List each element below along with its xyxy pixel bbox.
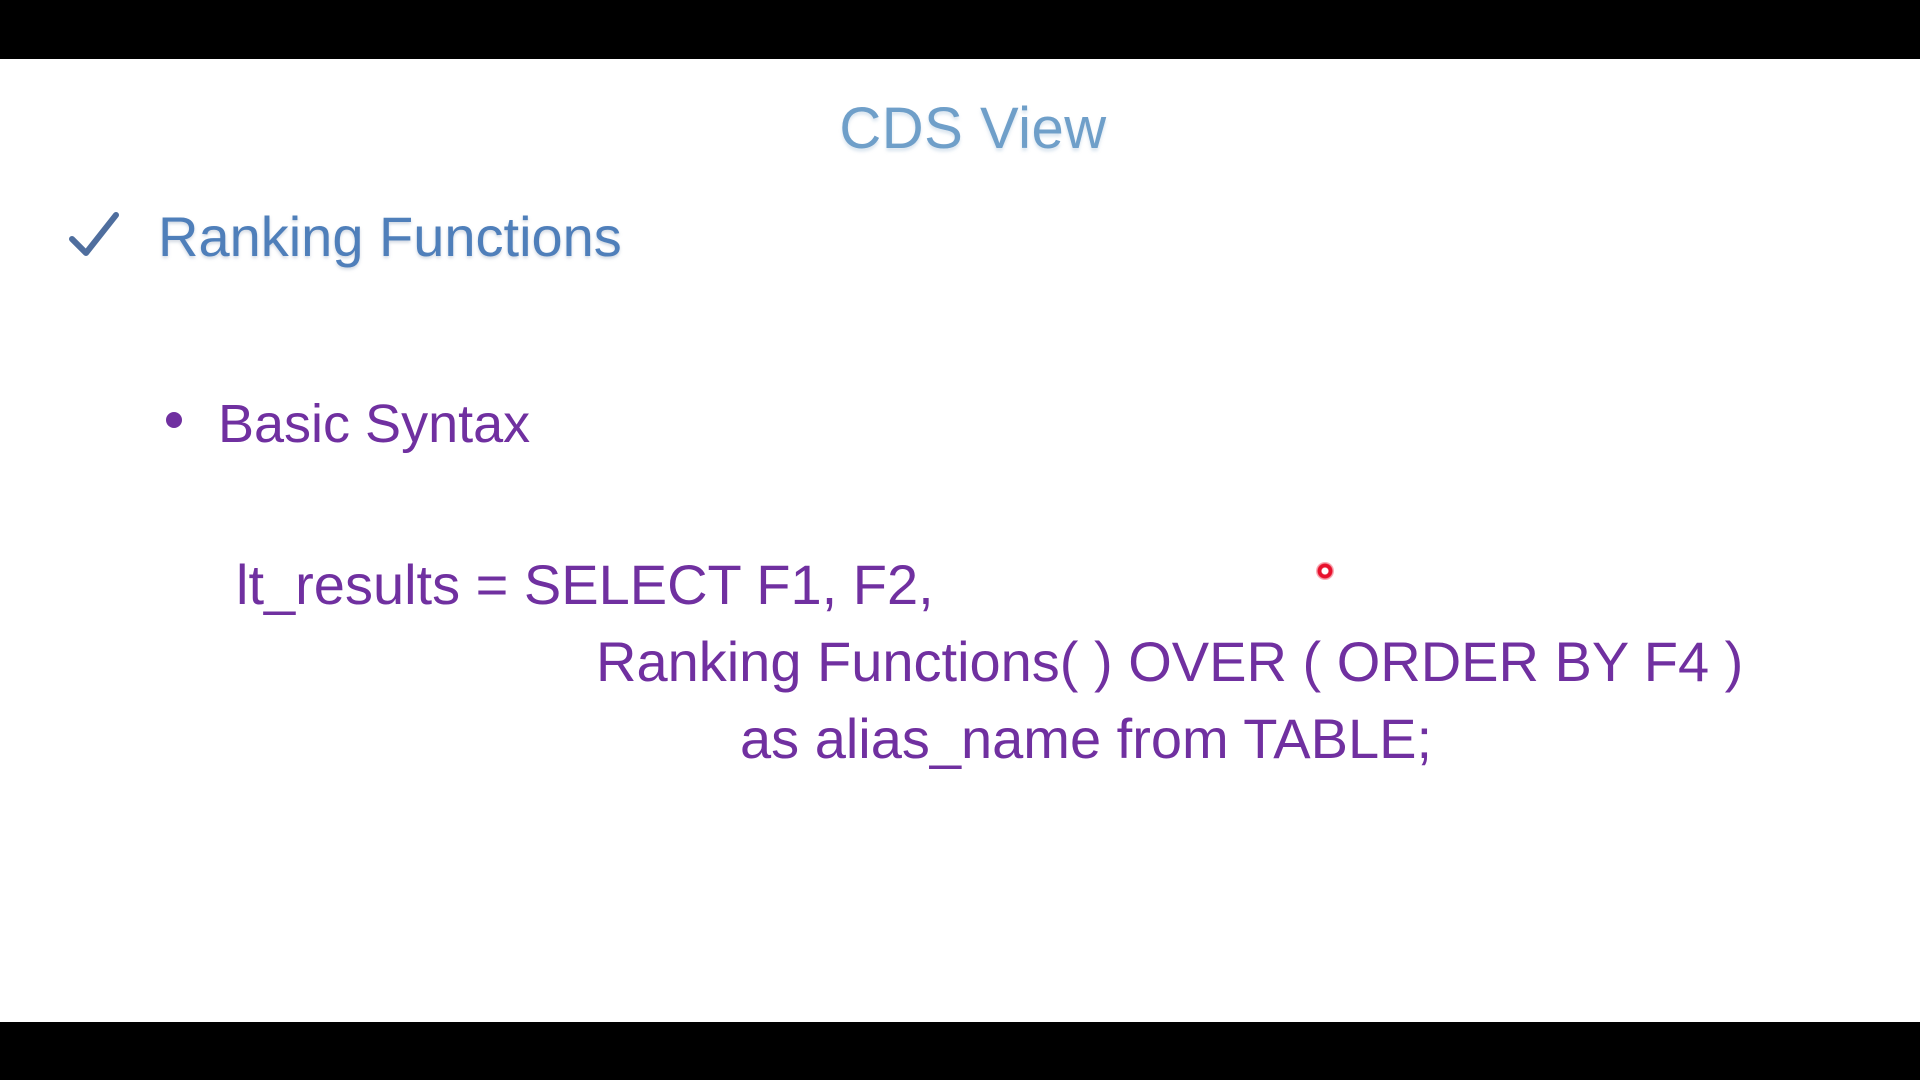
check-icon [69, 212, 119, 256]
code-line-2: Ranking Functions( ) OVER ( ORDER BY F4 … [596, 630, 1744, 693]
section-heading: Ranking Functions [158, 205, 622, 268]
code-line-1: lt_results = SELECT F1, F2, [236, 553, 934, 616]
letterbox-bottom [0, 1022, 1920, 1080]
bullet-text: Basic Syntax [218, 394, 531, 454]
code-line-3: as alias_name from TABLE; [740, 707, 1433, 770]
laser-pointer-icon [1316, 562, 1334, 580]
slide-title: CDS View [839, 96, 1107, 161]
letterbox-top [0, 0, 1920, 59]
bullet-dot [166, 412, 182, 428]
presentation-slide: CDS View Ranking Functions Basic Syntax … [0, 59, 1920, 1022]
